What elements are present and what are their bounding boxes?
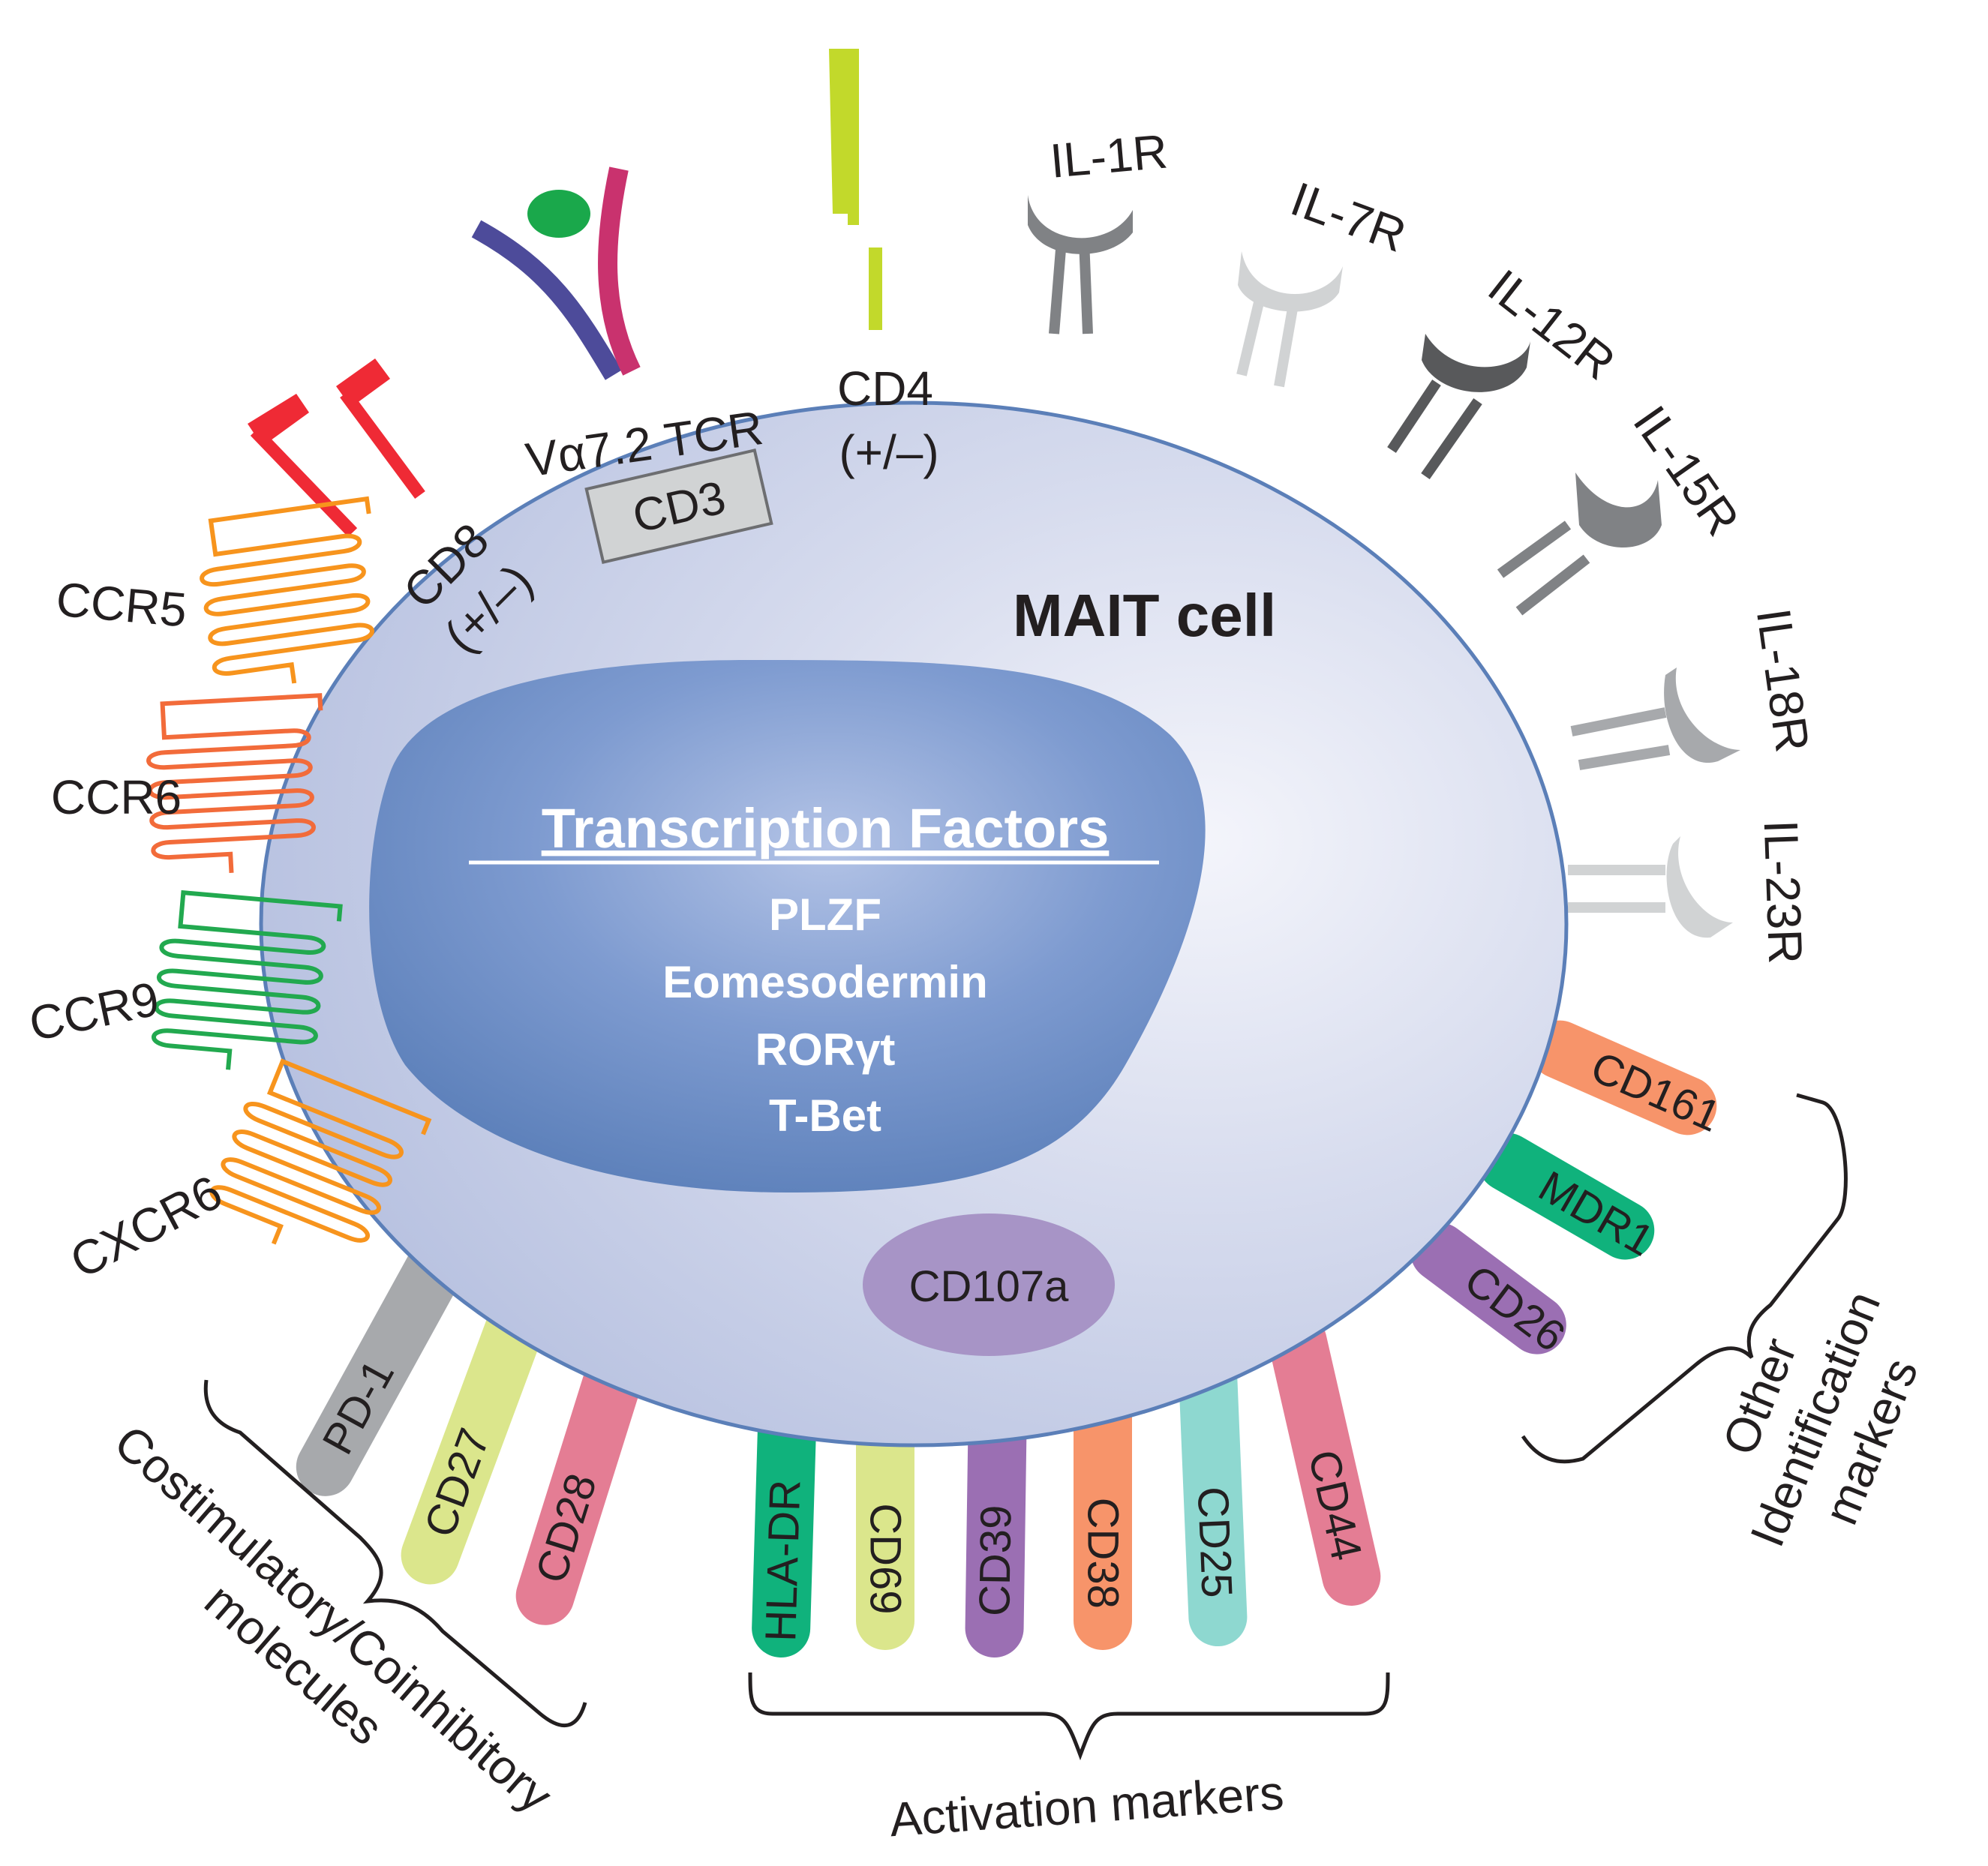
marker-cd28-shape — [515, 1342, 645, 1625]
marker-cd25: CD25 — [1178, 1342, 1248, 1647]
nucleus — [369, 660, 1206, 1192]
cd3-box — [584, 448, 773, 564]
il-12r-receptor — [1387, 334, 1530, 480]
il-18r-label: IL-18R — [1746, 605, 1820, 755]
chemokine-receptors — [146, 496, 432, 1245]
cell-title: MAIT cell — [1013, 582, 1276, 649]
il-23r-label: IL-23R — [1754, 819, 1813, 964]
marker-mdr1-label: MDR1 — [1530, 1162, 1662, 1266]
marker-cd161-shape — [1530, 1020, 1717, 1136]
marker-cd25-label: CD25 — [1188, 1486, 1242, 1599]
il-1r-receptor — [1028, 195, 1133, 334]
activation-bracket — [748, 1672, 1390, 1761]
costim-bracket — [203, 1379, 587, 1728]
ccr6-label: CCR6 — [51, 770, 182, 824]
marker-cd27-shape — [401, 1290, 548, 1585]
cxcr6-label: CXCR6 — [62, 1165, 230, 1288]
marker-cd38-shape — [1074, 1365, 1132, 1650]
marker-pd-1-shape — [296, 1238, 465, 1496]
tcr-receptor — [471, 166, 641, 380]
activation-label: Activation markers — [887, 1766, 1285, 1847]
il-1r-label: IL-1R — [1048, 124, 1170, 188]
il-18r-receptor — [1570, 668, 1740, 770]
cd4-label: CD4 — [837, 362, 933, 416]
cd4-qualifier: (+/–) — [839, 425, 938, 479]
cd4-receptor — [829, 49, 882, 330]
antigen-shape — [527, 190, 590, 238]
il-7r-label: IL-7R — [1284, 172, 1413, 262]
marker-cd69: CD69 — [856, 1380, 914, 1650]
factor-eomesodermin: Eomesodermin — [662, 957, 987, 1007]
marker-cd69-label: CD69 — [861, 1503, 910, 1614]
cd107a-label: CD107a — [909, 1262, 1070, 1311]
marker-cd38-label: CD38 — [1079, 1498, 1128, 1609]
ccr5-receptor — [200, 496, 374, 684]
factor-tbet: T-Bet — [769, 1090, 881, 1141]
cd8-receptor — [248, 358, 425, 537]
marker-cd39-label: CD39 — [970, 1504, 1020, 1616]
ccr9-label: CCR9 — [25, 971, 164, 1052]
other-bracket — [1521, 1093, 1848, 1464]
cxcr6-loops — [209, 1058, 432, 1245]
cd107a-vesicle — [863, 1214, 1115, 1356]
marker-hla-dr-shape — [752, 1372, 818, 1658]
nucleus-heading: Transcription Factors — [542, 797, 1110, 860]
ccr9-loops — [152, 890, 343, 1070]
ccr6-loops — [146, 693, 323, 873]
il-7r-receptor — [1236, 251, 1343, 388]
marker-hla-dr: HLA-DR — [752, 1372, 818, 1658]
marker-hla-dr-label: HLA-DR — [756, 1479, 809, 1642]
marker-cd26-shape — [1410, 1222, 1566, 1354]
il-15r-receptor — [1497, 472, 1662, 616]
ccr6-receptor — [146, 693, 323, 873]
cxcr6-receptor — [209, 1058, 432, 1245]
marker-mdr1-shape — [1478, 1132, 1655, 1260]
factor-rorgt: RORγt — [755, 1024, 896, 1075]
ccr5-label: CCR5 — [54, 572, 189, 638]
marker-cd25-shape — [1178, 1342, 1248, 1647]
il-23r-receptor — [1568, 836, 1733, 938]
ccr9-receptor — [152, 890, 343, 1070]
marker-cd161-label: CD161 — [1584, 1042, 1727, 1142]
marker-cd69-shape — [856, 1380, 914, 1650]
marker-cd38: CD38 — [1074, 1365, 1132, 1650]
marker-cd44-shape — [1268, 1312, 1381, 1606]
ccr5-loops — [200, 496, 374, 684]
factor-plzf: PLZF — [769, 890, 881, 940]
